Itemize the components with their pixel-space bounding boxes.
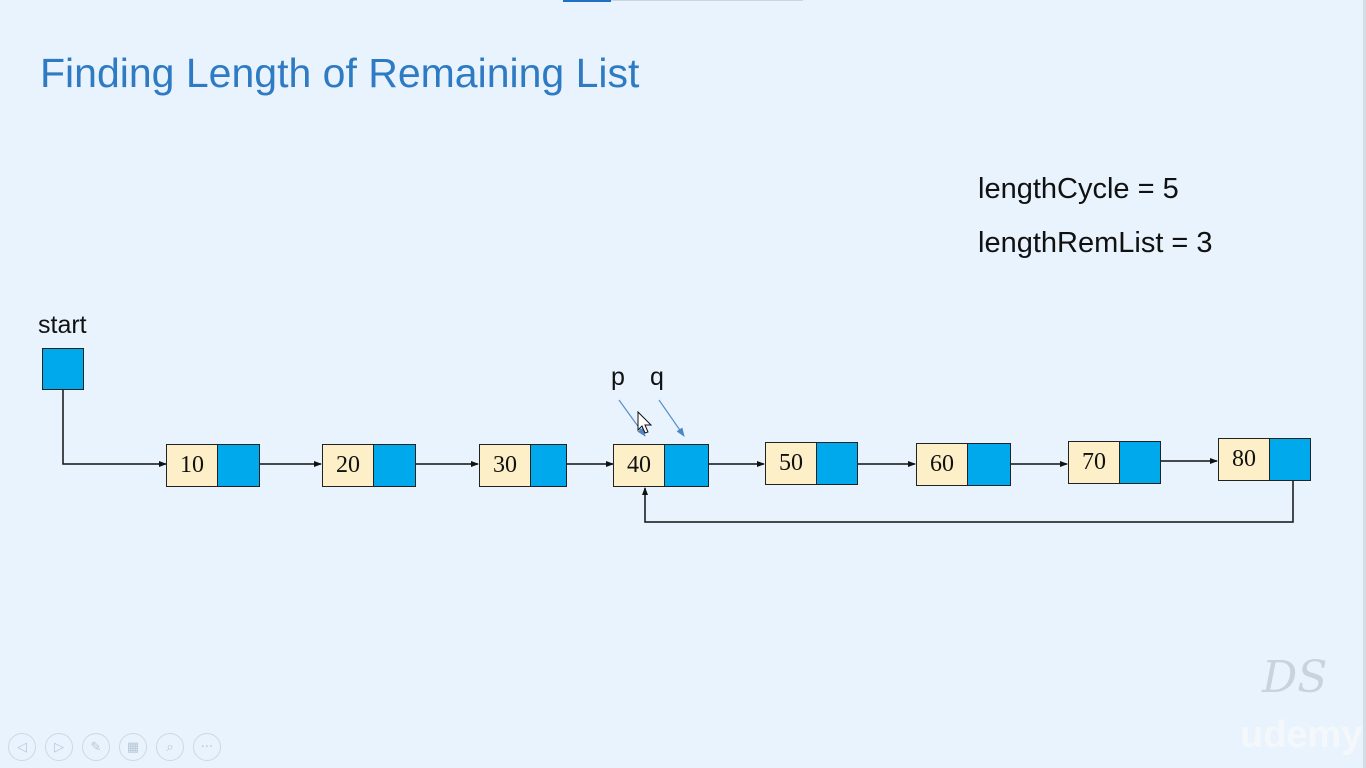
node-value: 10 [167, 445, 218, 486]
slide-edge [1363, 0, 1366, 768]
start-label: start [38, 311, 87, 339]
start-pointer-box [42, 348, 84, 390]
node-link-cell [218, 445, 259, 486]
node-link-cell [665, 445, 708, 486]
node-value: 50 [766, 443, 817, 484]
top-progress-indicator [563, 0, 611, 2]
q-label: q [650, 363, 664, 391]
slides-icon[interactable]: ▦ [119, 733, 147, 761]
zoom-icon[interactable]: ⌕ [156, 733, 184, 761]
udemy-watermark: udemy [1240, 714, 1363, 756]
cycle-link-80-40 [642, 463, 1294, 523]
q-pointer-arrow [658, 399, 685, 437]
list-node: 80 [1218, 438, 1311, 481]
list-node: 20 [322, 444, 416, 487]
list-node: 50 [765, 442, 858, 485]
next-icon[interactable]: ▷ [45, 733, 73, 761]
slideshow-controls: ◁ ▷ ✎ ▦ ⌕ ··· [8, 733, 221, 761]
node-value: 20 [323, 445, 374, 486]
list-node: 10 [166, 444, 260, 487]
mouse-cursor-icon [637, 410, 653, 434]
pen-icon[interactable]: ✎ [82, 733, 110, 761]
more-icon[interactable]: ··· [193, 733, 221, 761]
p-label: p [611, 363, 625, 391]
node-value: 70 [1069, 442, 1120, 483]
list-node: 40 [613, 444, 709, 487]
list-node: 70 [1068, 441, 1161, 484]
length-rem-list-text: lengthRemList = 3 [978, 227, 1213, 259]
node-link-cell [531, 445, 566, 486]
node-link-cell [817, 443, 857, 484]
node-link-cell [1270, 439, 1310, 480]
node-link-cell [1120, 442, 1160, 483]
list-node: 60 [916, 443, 1011, 486]
ds-logo: DS [1262, 652, 1328, 703]
top-progress-track [611, 0, 803, 1]
node-value: 40 [614, 445, 665, 486]
node-value: 30 [480, 445, 531, 486]
list-node: 30 [479, 444, 567, 487]
node-link-cell [374, 445, 415, 486]
node-value: 80 [1219, 439, 1270, 480]
slide-title: Finding Length of Remaining List [40, 50, 640, 96]
start-link [62, 390, 167, 467]
node-link-cell [968, 444, 1010, 485]
p-pointer-arrow [618, 399, 646, 437]
length-cycle-text: lengthCycle = 5 [978, 173, 1179, 205]
previous-icon[interactable]: ◁ [8, 733, 36, 761]
node-value: 60 [917, 444, 968, 485]
